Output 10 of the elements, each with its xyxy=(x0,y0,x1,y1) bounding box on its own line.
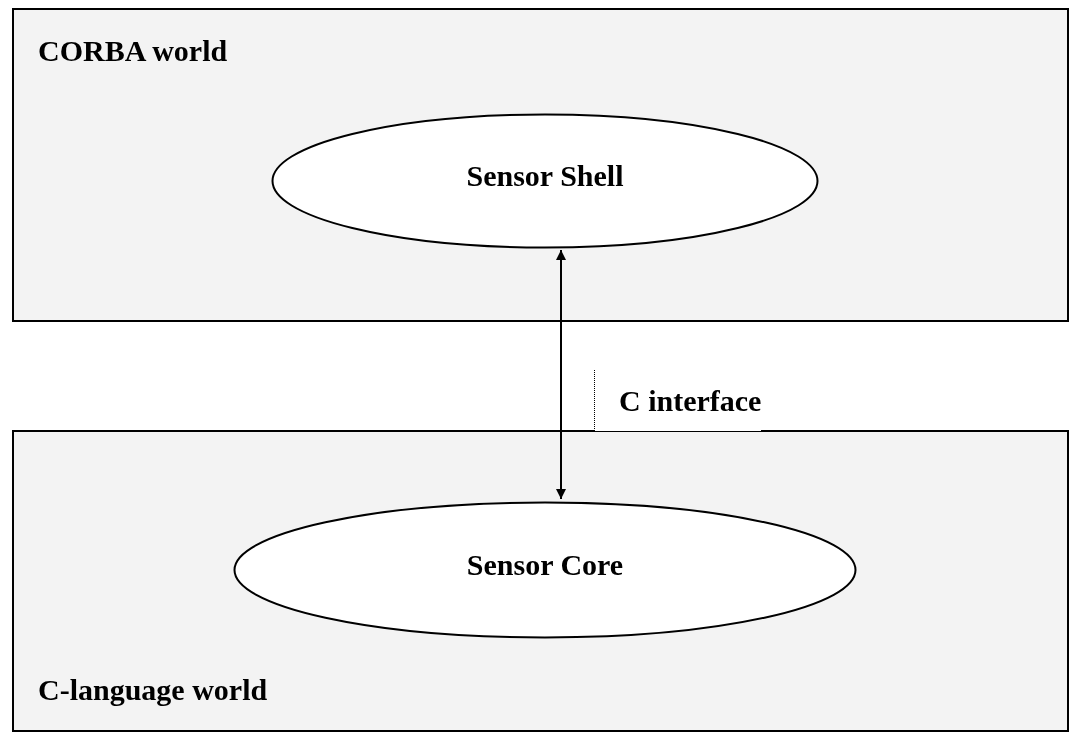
ellipse-node xyxy=(271,113,819,249)
edge-label: C interface xyxy=(594,370,762,431)
double-arrow xyxy=(556,249,566,500)
region-title: C-language world xyxy=(38,672,268,708)
node-label: Sensor Shell xyxy=(466,157,624,194)
region-box xyxy=(12,430,1069,732)
region-title: CORBA world xyxy=(38,33,228,69)
region-box xyxy=(12,8,1069,322)
node-label: Sensor Core xyxy=(466,546,624,583)
ellipse-node xyxy=(233,501,857,639)
